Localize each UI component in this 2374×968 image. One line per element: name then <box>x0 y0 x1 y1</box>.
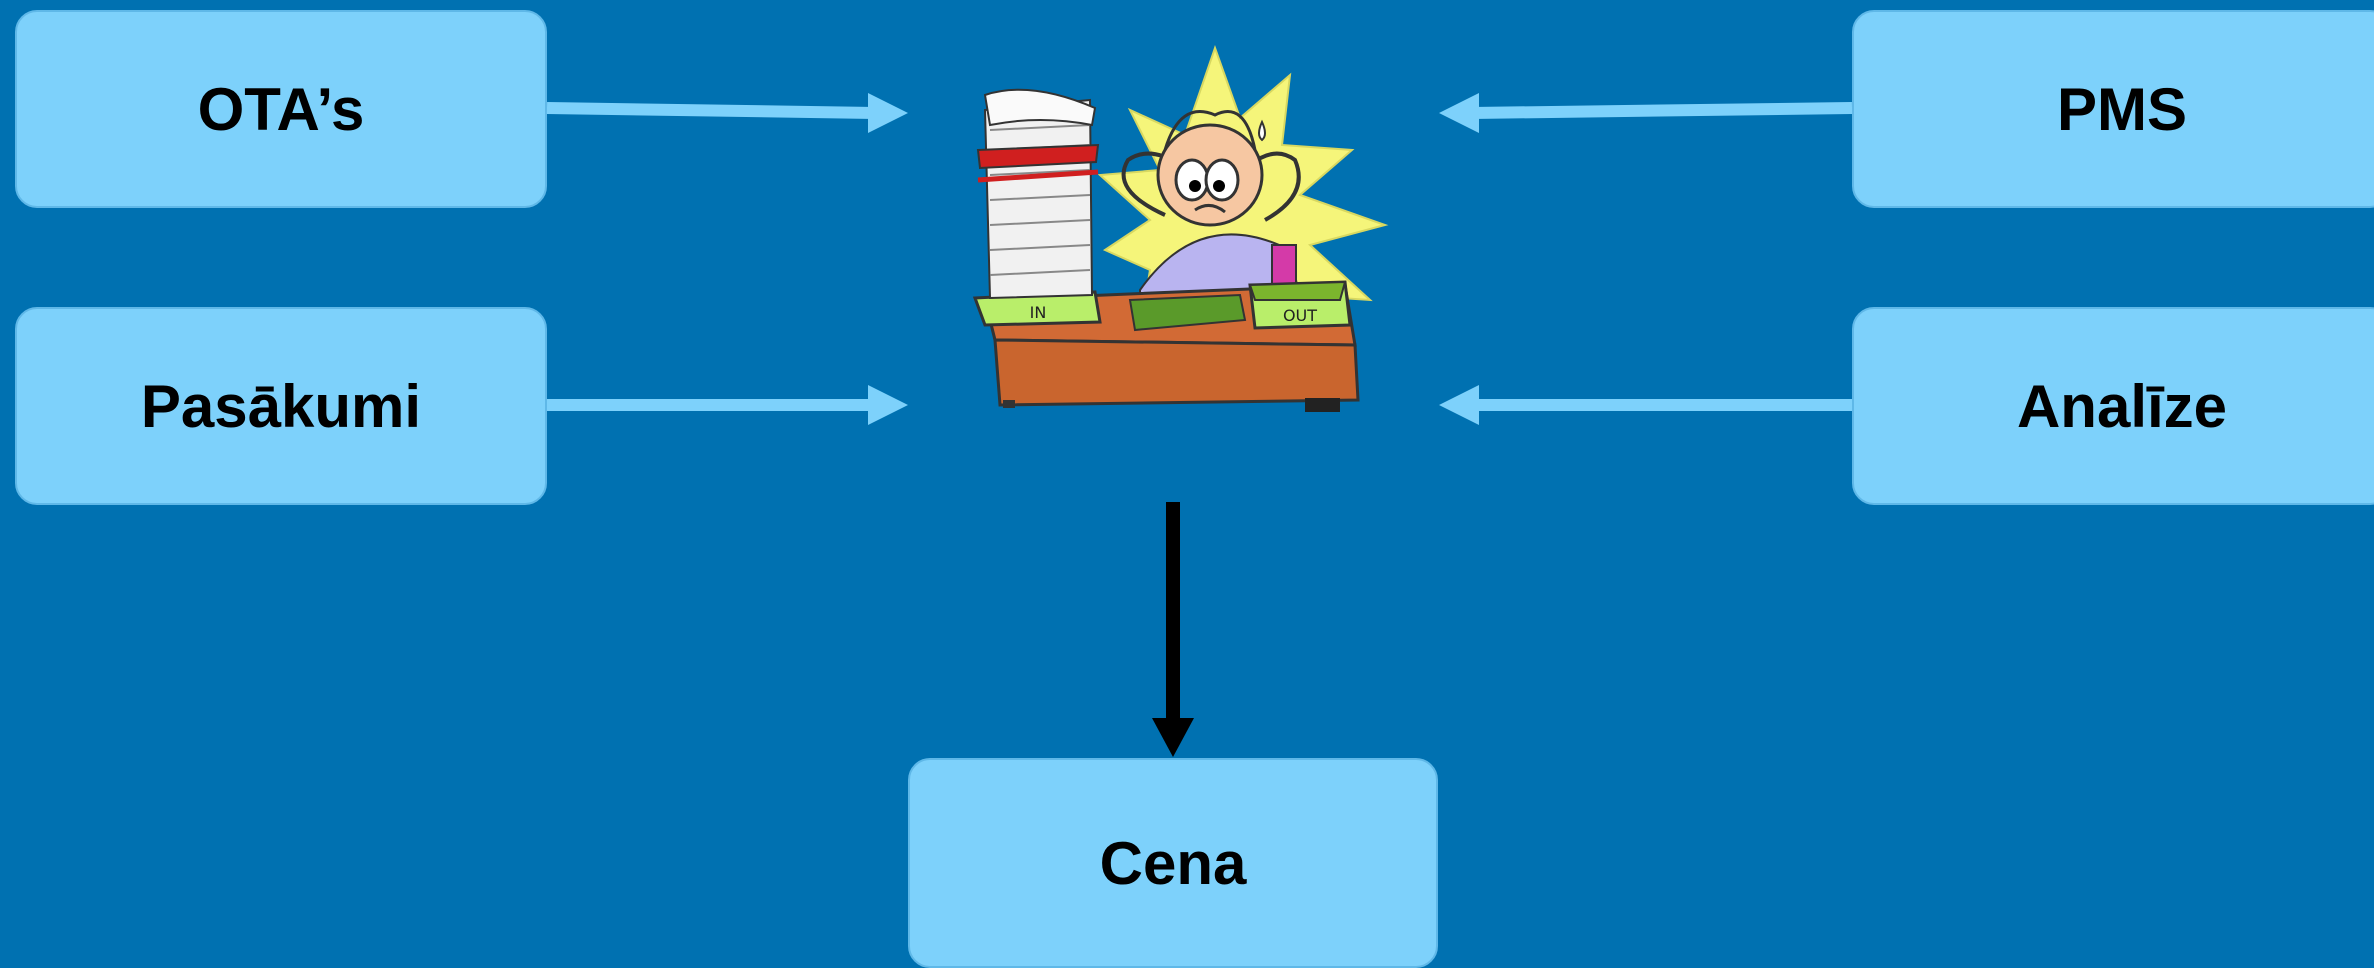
out-tray-label: OUT <box>1283 306 1317 325</box>
paper-stack-icon <box>976 88 1100 300</box>
pms-box: PMS <box>1852 10 2374 208</box>
otas-label: OTA’s <box>197 75 365 143</box>
cena-label: Cena <box>1099 829 1247 897</box>
arrow-otas <box>546 93 908 133</box>
arrow-pasakumi <box>547 385 908 425</box>
arrow-analize <box>1439 385 1852 425</box>
analize-label: Analīze <box>2016 372 2228 440</box>
stressed-worker-illustration: IN OUT <box>972 44 1389 412</box>
arrow-to-cena <box>1152 502 1194 757</box>
desk-pad-icon <box>1128 293 1247 332</box>
otas-box: OTA’s <box>15 10 547 208</box>
arrow-pms <box>1439 93 1853 133</box>
analize-box: Analīze <box>1852 307 2374 505</box>
pasakumi-box: Pasākumi <box>15 307 547 505</box>
pms-label: PMS <box>2056 75 2188 143</box>
out-tray: OUT <box>1248 280 1352 330</box>
in-tray-label: IN <box>1030 303 1047 322</box>
cena-box: Cena <box>908 758 1438 968</box>
pasakumi-label: Pasākumi <box>140 372 422 440</box>
